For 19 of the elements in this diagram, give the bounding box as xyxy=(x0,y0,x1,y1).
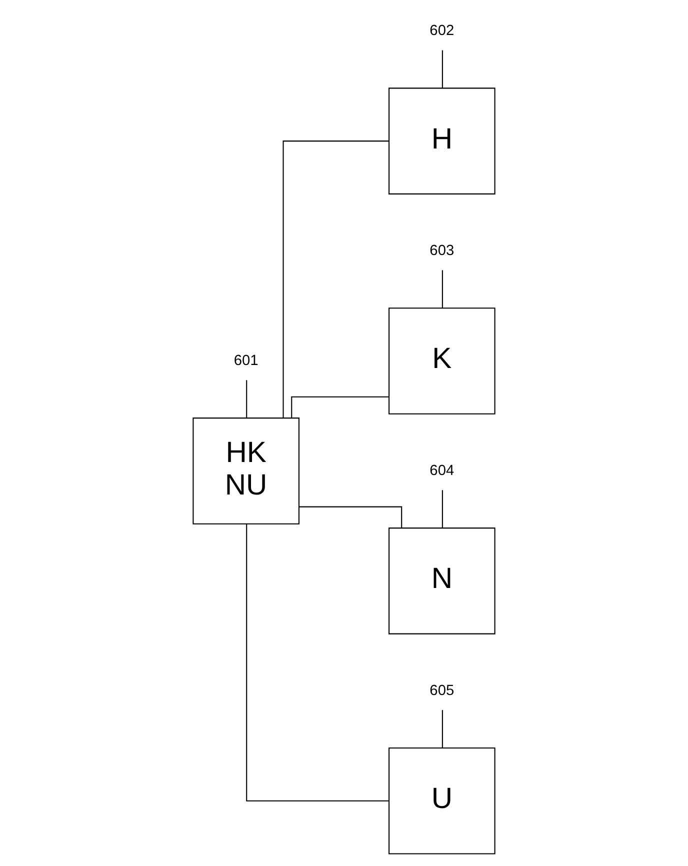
connector xyxy=(442,710,443,748)
connector xyxy=(246,380,248,418)
node-text: 602 xyxy=(430,22,454,39)
connector xyxy=(291,396,389,418)
connector xyxy=(442,270,443,308)
node-box: U xyxy=(388,747,496,854)
node-text: 604 xyxy=(430,462,454,479)
connector xyxy=(246,524,389,802)
node-box: K xyxy=(388,308,496,414)
node-box: N xyxy=(388,528,496,634)
node-box: H xyxy=(388,88,496,194)
connector xyxy=(442,50,443,88)
connector xyxy=(299,506,402,528)
node-text: 603 xyxy=(430,242,454,259)
connector xyxy=(442,490,443,528)
connector xyxy=(282,140,389,418)
node-text: 601 xyxy=(234,352,258,369)
node-box: HK NU xyxy=(192,418,300,524)
node-text: 605 xyxy=(430,682,454,699)
